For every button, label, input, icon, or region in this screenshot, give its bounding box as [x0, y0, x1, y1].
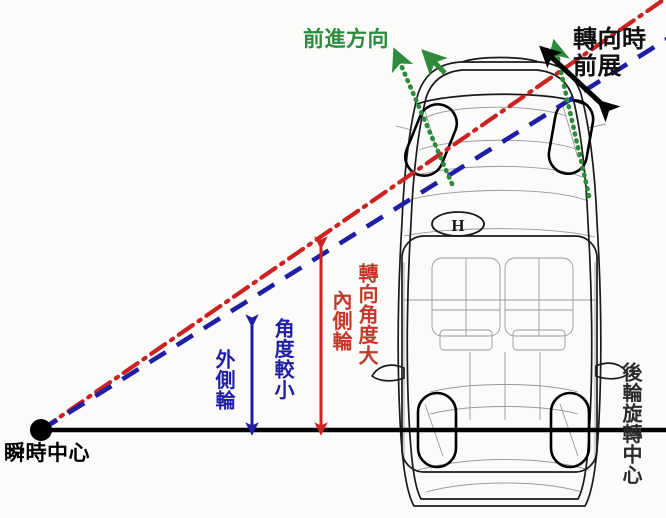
instant-center-dot [30, 419, 52, 441]
label-steer-forward-extension: 轉向時 前展 [573, 26, 647, 80]
label-forward-direction: 前進方向 [303, 28, 389, 51]
label-inner-wheel-big-angle: 轉向角度大 [355, 263, 377, 366]
label-outer-small-angle: 角度較小 [271, 318, 293, 400]
label-rear-wheel-rotation-center: 後輪旋轉中心 [619, 362, 641, 485]
outer-wheel-axis-line [39, 37, 666, 432]
forward-direction-label-pointer [421, 49, 448, 76]
brand-logo: H [431, 211, 485, 237]
car-inner-details [395, 105, 607, 493]
brand-logo-letter: H [451, 216, 464, 235]
forward-extension-arrow [539, 45, 621, 123]
label-outer-wheel: 外側輪 [212, 349, 234, 411]
label-inner-wheel: 內側輪 [329, 290, 351, 352]
forward-direction-arrow-left [391, 47, 455, 187]
label-instant-center: 瞬時中心 [4, 442, 90, 465]
